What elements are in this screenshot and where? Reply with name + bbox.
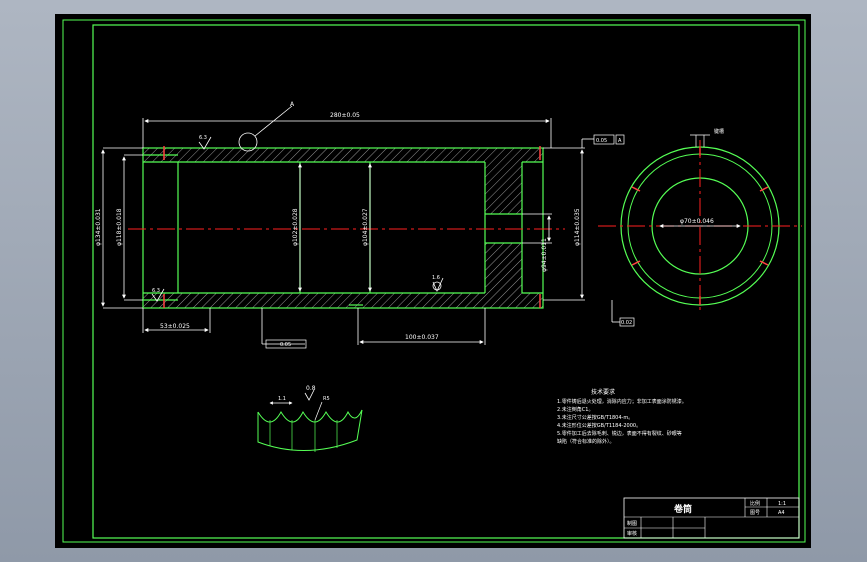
- title-checked-label: 审核: [627, 530, 637, 537]
- title-drawn-label: 制图: [627, 520, 637, 527]
- tech-note-line-4: 4.未注形位公差按GB/T1184-2000。: [557, 422, 641, 429]
- detail-label-b: R5: [323, 396, 330, 402]
- tolerance-top: 0.05: [596, 138, 607, 144]
- section-view: [128, 146, 565, 309]
- outer-frame: [62, 19, 806, 543]
- title-block: 卷筒 比例 1:1 图号 A4 制图 审核: [623, 497, 800, 539]
- title-sheet-value: A4: [778, 510, 785, 516]
- detail-label-a: 1.1: [278, 396, 286, 402]
- dim-bore-dia-2: φ104±0.027: [362, 208, 369, 246]
- title-scale-value: 1:1: [778, 501, 786, 507]
- title-block-name: 卷筒: [673, 503, 692, 515]
- title-sheet-label: 图号: [750, 510, 760, 516]
- tech-note-line-3: 3.未注尺寸公差按GB/T1804-m。: [557, 414, 633, 421]
- right-end-hatch-top: [485, 162, 522, 214]
- tech-note-line-2: 2.未注倒角C1。: [557, 406, 593, 413]
- dim-left-step: 53±0.025: [160, 323, 190, 330]
- dim-outer-dia: φ134±0.031: [95, 208, 102, 246]
- balloon-label: A: [290, 101, 295, 108]
- right-end-hatch-bottom: [485, 243, 522, 293]
- inner-frame: [92, 24, 800, 539]
- tech-notes: 技术要求 1.零件铸后退火处理，消除内应力；非加工表面涂防锈漆。 2.未注倒角C…: [557, 388, 687, 445]
- end-view-ring: φ70±0.046 键槽: [598, 128, 802, 312]
- dim-right-inner-dia: φ94±0.011: [541, 238, 548, 272]
- ring-note: 键槽: [714, 128, 724, 135]
- datum-label-top: A: [618, 138, 622, 144]
- title-scale-label: 比例: [750, 500, 760, 507]
- dim-right-step: 100±0.037: [405, 334, 439, 341]
- roughness-symbols: [151, 136, 444, 401]
- detail-view: 1.1 R5: [257, 396, 363, 452]
- dimension-lines: [101, 105, 620, 345]
- tech-note-line-1: 1.零件铸后退火处理，消除内应力；非加工表面涂防锈漆。: [557, 398, 687, 405]
- cylinder-outline: [142, 147, 544, 309]
- dim-right-outer-dia: φ114±0.035: [574, 208, 581, 246]
- tolerance-bottom: 0.02: [621, 320, 632, 326]
- dim-overall-length: 280±0.05: [330, 112, 360, 119]
- roughness-label-1: 6.3: [199, 135, 207, 141]
- dim-ring-inner: φ70±0.046: [680, 218, 714, 225]
- tech-note-line-5: 5.零件加工后去除毛刺、锐边，表面不得有裂纹、砂眼等: [557, 430, 682, 437]
- tolerance-frames: 0.05 A 0.02 0.05: [265, 134, 635, 349]
- tech-notes-heading: 技术要求: [591, 388, 615, 396]
- dim-inner-dia-left: φ118±0.018: [116, 208, 123, 246]
- sheet-background: [55, 14, 811, 548]
- dimension-texts: 280±0.05 φ134±0.031 φ118±0.018 φ102±0.02…: [95, 101, 581, 392]
- tolerance-mid: 0.05: [280, 342, 291, 348]
- bottom-wall-hatch: [143, 293, 543, 308]
- roughness-label-3: 1.6: [432, 275, 440, 281]
- roughness-label-2: 6.3: [152, 288, 160, 294]
- top-wall-hatch: [143, 148, 543, 162]
- dim-bore-dia-1: φ102±0.028: [292, 208, 299, 246]
- roughness-label-4: 0.8: [306, 385, 316, 392]
- tech-note-line-6: 缺陷（符合标准的除外）。: [557, 438, 615, 445]
